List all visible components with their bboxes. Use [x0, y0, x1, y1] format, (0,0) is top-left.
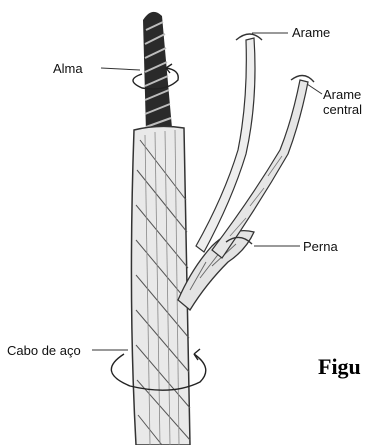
label-arame-central-line1: Arame	[323, 87, 362, 102]
label-perna: Perna	[303, 239, 338, 254]
strand-perna	[178, 38, 308, 310]
core-alma	[143, 12, 172, 132]
label-arame-central: Arame central	[323, 87, 362, 117]
label-alma: Alma	[53, 61, 83, 76]
label-cabo-de-aco: Cabo de aço	[7, 343, 81, 358]
label-arame-central-line2: central	[323, 102, 362, 117]
leader-lines	[92, 33, 322, 350]
label-arame: Arame	[292, 25, 330, 40]
figure-caption: Figu	[318, 354, 361, 380]
rope-body	[131, 126, 190, 445]
